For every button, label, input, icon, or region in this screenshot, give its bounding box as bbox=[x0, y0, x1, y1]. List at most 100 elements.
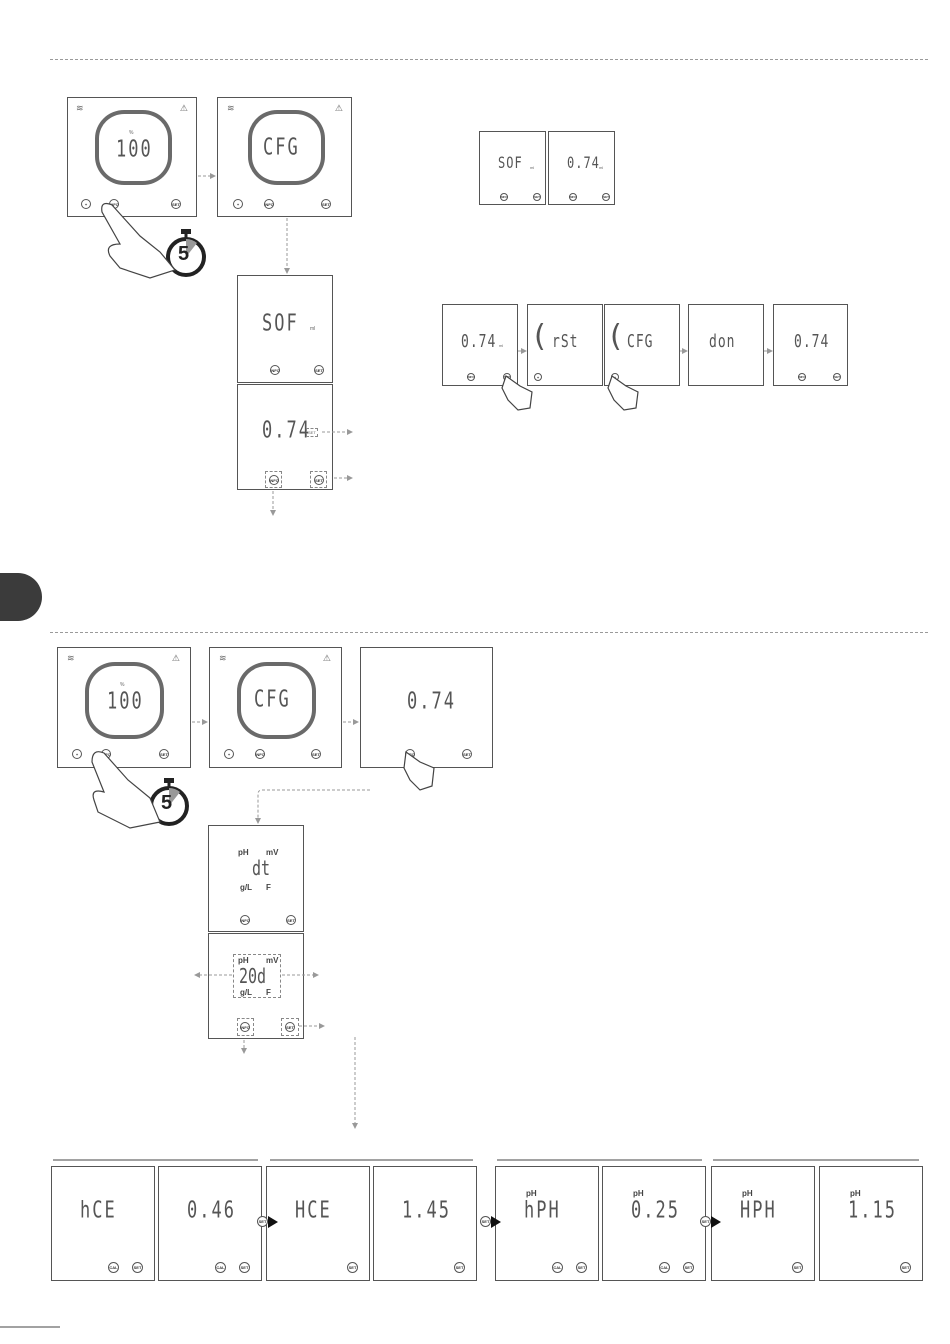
bracket-mark: ( bbox=[610, 319, 622, 354]
cal-button[interactable]: CAL bbox=[215, 1262, 226, 1273]
plus-button[interactable]: + bbox=[72, 749, 82, 759]
display-dt: pH mV dt g/L F INFO SET bbox=[208, 825, 304, 932]
mini-display-sof: SOF ml INFO SET bbox=[479, 131, 546, 205]
mv-label: mV bbox=[266, 848, 279, 857]
f-label: F bbox=[266, 883, 271, 892]
display-ring bbox=[95, 110, 172, 185]
set-button[interactable]: SET bbox=[833, 373, 841, 381]
unit-label: ml bbox=[310, 326, 316, 332]
cal-panel: HCE SET bbox=[266, 1166, 370, 1281]
set-button[interactable]: SET bbox=[314, 475, 324, 485]
cal-button[interactable]: CAL bbox=[108, 1262, 119, 1273]
ph-label: pH bbox=[238, 848, 249, 857]
set-button[interactable]: SET bbox=[286, 915, 296, 925]
timer-value: 5 bbox=[161, 792, 173, 814]
unit-label: ml bbox=[599, 165, 604, 170]
cal-button[interactable]: CAL bbox=[659, 1262, 670, 1273]
display-main-cfg: ≋ ⚠ CFG + INFO SET bbox=[217, 97, 352, 217]
info-button[interactable]: INFO bbox=[269, 475, 279, 485]
info-button[interactable]: INFO bbox=[240, 915, 250, 925]
display-value: CFG bbox=[263, 134, 300, 161]
info-button[interactable]: INFO bbox=[240, 1022, 250, 1032]
warning-icon: ⚠ bbox=[179, 104, 188, 114]
display-value: 0.74 bbox=[461, 332, 497, 353]
cal-button[interactable]: CAL bbox=[552, 1262, 563, 1273]
set-button[interactable]: SET bbox=[321, 199, 331, 209]
plus-button[interactable]: + bbox=[233, 199, 243, 209]
display-value-074-2: 0.74 INFO SET bbox=[360, 647, 493, 768]
display-20d: pH mV 20d g/L F INFO SET bbox=[208, 933, 304, 1039]
ph-label: pH bbox=[742, 1189, 753, 1198]
arrow-right-icon bbox=[711, 1216, 721, 1228]
plus-button[interactable]: + bbox=[224, 749, 234, 759]
display-ring bbox=[248, 110, 325, 185]
stopwatch-icon: 5 bbox=[146, 776, 192, 826]
gl-label: g/L bbox=[240, 883, 252, 892]
highlight-box bbox=[237, 1018, 254, 1036]
info-button[interactable]: INFO bbox=[798, 373, 806, 381]
highlight-box bbox=[306, 428, 318, 437]
display-sof: SOF ml INFO SET bbox=[237, 275, 333, 383]
set-button[interactable]: SET bbox=[454, 1262, 465, 1273]
display-value: 0.46 bbox=[187, 1197, 236, 1224]
set-button[interactable]: SET bbox=[683, 1262, 694, 1273]
display-ring bbox=[85, 662, 164, 739]
info-button[interactable]: INFO bbox=[270, 365, 280, 375]
plus-button[interactable]: + bbox=[534, 373, 542, 381]
display-main-cfg-2: ≋ ⚠ CFG + INFO SET bbox=[209, 647, 342, 768]
highlight-box bbox=[233, 954, 281, 998]
display-value: 0.74 bbox=[567, 153, 600, 172]
reset-step-3: ( CFG + bbox=[604, 304, 680, 386]
set-button[interactable]: SET bbox=[314, 365, 324, 375]
set-arrow-button: SET bbox=[480, 1216, 491, 1227]
stopwatch-icon: 5 bbox=[163, 227, 209, 277]
reset-step-5: 0.74 INFO SET bbox=[773, 304, 848, 386]
set-button[interactable]: SET bbox=[159, 749, 169, 759]
set-button[interactable]: SET bbox=[462, 749, 472, 759]
set-button[interactable]: SET bbox=[900, 1262, 911, 1273]
warning-icon: ⚠ bbox=[334, 104, 343, 114]
bracket-mark: ( bbox=[534, 319, 546, 354]
display-value: SOF bbox=[262, 310, 299, 337]
set-button[interactable]: SET bbox=[533, 193, 541, 201]
set-button[interactable]: SET bbox=[602, 193, 610, 201]
arrow-right-icon bbox=[268, 1216, 278, 1228]
set-button[interactable]: SET bbox=[347, 1262, 358, 1273]
reset-step-4: don bbox=[688, 304, 764, 386]
set-button[interactable]: SET bbox=[239, 1262, 250, 1273]
ph-label: pH bbox=[850, 1189, 861, 1198]
info-button[interactable]: INFO bbox=[569, 193, 577, 201]
gl-label: g/L bbox=[240, 988, 252, 997]
set-button[interactable]: SET bbox=[171, 199, 181, 209]
display-value: SOF bbox=[498, 153, 523, 172]
plus-button[interactable]: + bbox=[81, 199, 91, 209]
set-button[interactable]: SET bbox=[285, 1022, 295, 1032]
display-value: HCE bbox=[295, 1197, 332, 1224]
display-ring bbox=[237, 662, 316, 739]
set-arrow-button: SET bbox=[257, 1216, 268, 1227]
unit-label: SET bbox=[308, 430, 316, 435]
set-button[interactable]: SET bbox=[311, 749, 321, 759]
info-button[interactable]: INFO bbox=[264, 199, 274, 209]
highlight-box bbox=[281, 1018, 299, 1036]
wifi-icon: ≋ bbox=[67, 654, 75, 664]
warning-icon: ⚠ bbox=[171, 654, 180, 664]
arrow-right-icon bbox=[491, 1216, 501, 1228]
display-value: rSt bbox=[552, 332, 579, 353]
display-value: hCE bbox=[80, 1197, 117, 1224]
reset-step-2: ( rSt + bbox=[527, 304, 603, 386]
display-value: 0.74 bbox=[407, 688, 456, 715]
timer-value: 5 bbox=[178, 243, 190, 265]
info-button[interactable]: INFO bbox=[255, 749, 265, 759]
set-button[interactable]: SET bbox=[132, 1262, 143, 1273]
set-button[interactable]: SET bbox=[576, 1262, 587, 1273]
set-arrow-button: SET bbox=[700, 1216, 711, 1227]
set-button[interactable]: SET bbox=[792, 1262, 803, 1273]
info-button[interactable]: INFO bbox=[467, 373, 475, 381]
info-button[interactable]: INFO bbox=[500, 193, 508, 201]
middle-divider bbox=[50, 632, 928, 633]
chapter-tab bbox=[0, 573, 42, 621]
